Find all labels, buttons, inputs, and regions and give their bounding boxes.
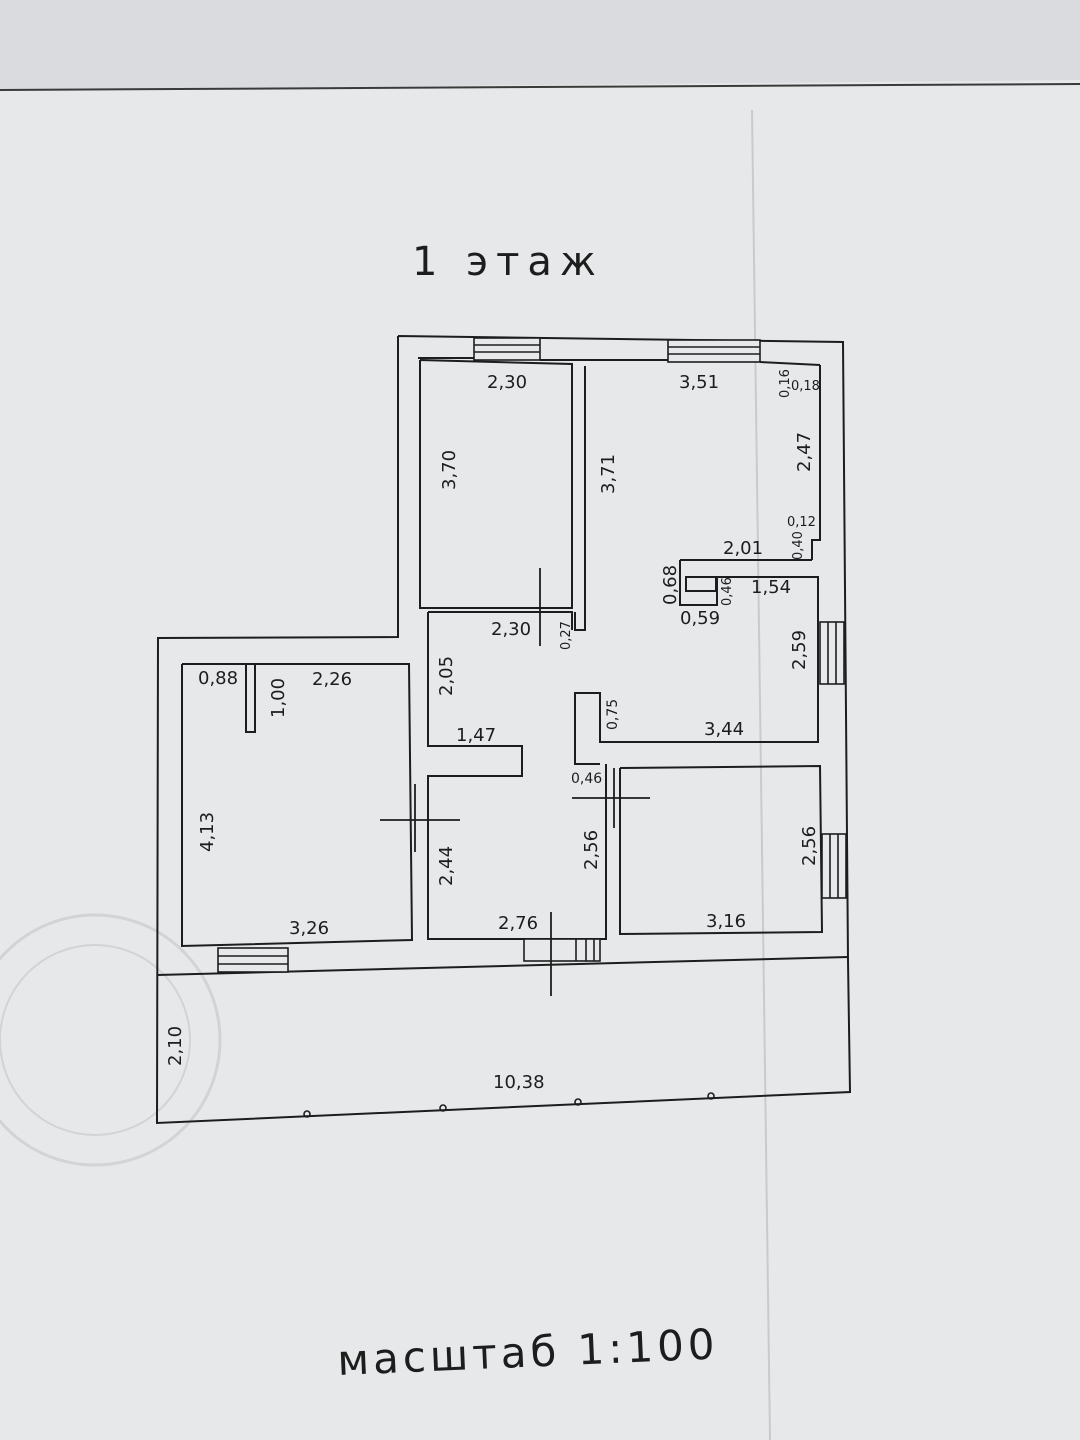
dim-label: 0,16 [778, 369, 793, 398]
room-4-walls [619, 764, 824, 936]
dim-label: 10,38 [493, 1072, 545, 1093]
dim-label: 2,76 [498, 913, 538, 934]
dim-label: 0,75 [605, 699, 621, 730]
room-2-walls [574, 366, 586, 631]
dim-label: 2,10 [165, 1026, 186, 1066]
terrace-posts [303, 1092, 715, 1118]
dim-label: 2,47 [794, 432, 815, 472]
dim-label: 2,56 [799, 826, 820, 866]
entrance-door-icon [523, 938, 601, 962]
window-icon [667, 339, 761, 363]
outer-wall [155, 335, 852, 1125]
faint-stamp [0, 913, 222, 1167]
dim-label: 3,51 [679, 372, 719, 393]
door-icon [516, 568, 572, 646]
dim-label: 1,47 [456, 725, 496, 746]
page-title: 1 этаж [412, 239, 604, 285]
dim-label: 0,12 [787, 515, 816, 530]
dim-label: 0,27 [559, 621, 574, 650]
dim-label: 3,71 [598, 454, 619, 494]
window-icon [821, 833, 847, 899]
dim-label: 0,59 [680, 608, 720, 629]
dim-label: 2,30 [487, 372, 527, 393]
dim-label: 3,44 [704, 719, 744, 740]
window-icon [473, 337, 541, 361]
dim-label: 1,54 [751, 577, 791, 598]
dim-label: 0,40 [791, 531, 806, 560]
dim-label: 2,30 [491, 619, 531, 640]
dim-label: 2,01 [723, 538, 763, 559]
window-icon [819, 621, 845, 685]
doors [380, 568, 650, 996]
dim-label: 0,68 [660, 565, 681, 605]
dim-label: 0,88 [198, 668, 238, 689]
dim-label: 2,59 [789, 630, 810, 670]
dimension-labels: 2,30 3,70 3,51 3,71 0,16 0,18 2,47 0,12 … [165, 369, 820, 1093]
door-icon [572, 768, 650, 828]
dim-label: 3,16 [706, 911, 746, 932]
dim-label: 2,56 [581, 830, 602, 870]
hall-walls [428, 611, 573, 630]
dim-label: 3,26 [289, 918, 329, 939]
door-icon [380, 784, 460, 852]
windows [217, 337, 847, 973]
dim-label: 0,46 [571, 771, 602, 787]
dim-label: 2,26 [312, 669, 352, 690]
dim-label: 2,05 [436, 656, 457, 696]
dim-label: 2,44 [436, 846, 457, 886]
dim-label: 3,70 [439, 450, 460, 490]
dim-label: 4,13 [197, 812, 218, 852]
room-3-walls [181, 663, 414, 948]
dim-label: 0,18 [791, 379, 820, 394]
dim-label: 0,46 [720, 577, 735, 606]
window-icon [217, 947, 289, 973]
dim-label: 1,00 [268, 678, 289, 718]
